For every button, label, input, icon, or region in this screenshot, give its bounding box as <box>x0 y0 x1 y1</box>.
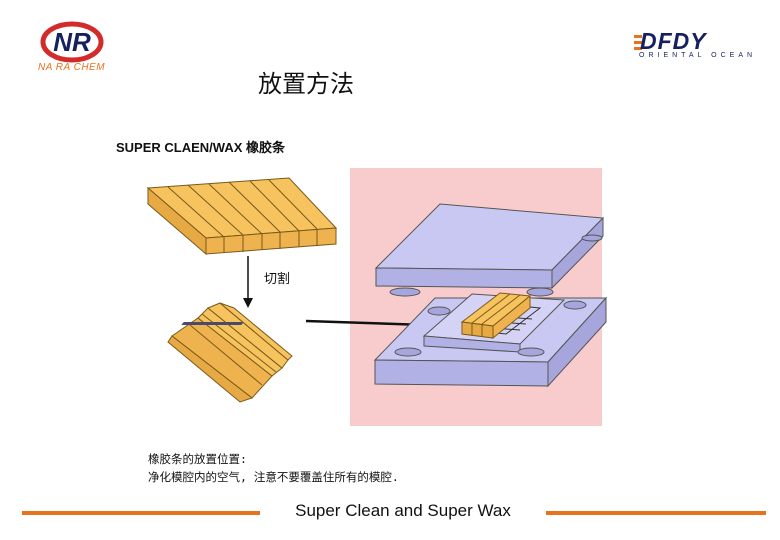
speed-lines-icon <box>634 35 642 50</box>
instructions: 橡胶条的放置位置: 净化模腔内的空气, 注意不要覆盖住所有的模腔. <box>148 450 399 486</box>
cut-label: 切割 <box>264 272 291 287</box>
lower-mold-base <box>181 293 608 388</box>
nr-logo-icon: NR <box>40 21 104 63</box>
cut-arrow <box>243 256 253 308</box>
footer-divider-left <box>22 511 260 515</box>
brand-tagline: ORIENTAL OCEAN <box>639 52 757 59</box>
placed-rubber-strip <box>460 292 532 340</box>
brand-name: DFDY <box>640 28 707 54</box>
naracheam-logo: NR NA RA CHEM <box>38 20 108 78</box>
dfdy-logo: DFDY ORIENTAL OCEAN <box>634 28 752 68</box>
footer-title: Super Clean and Super Wax <box>295 501 511 520</box>
logo-caption: NA RA CHEM <box>38 62 106 73</box>
instruction-line-2: 净化模腔内的空气, 注意不要覆盖住所有的模腔. <box>148 470 399 484</box>
cut-rubber-strips <box>167 302 293 403</box>
logo-mark: NR <box>53 27 91 57</box>
upper-mold-plate <box>374 203 605 297</box>
rubber-strip-block <box>146 177 338 256</box>
page-title: 放置方法 <box>258 70 354 98</box>
instruction-line-1: 橡胶条的放置位置: <box>148 452 247 466</box>
footer-divider-right <box>546 511 766 515</box>
section-label: SUPER CLAEN/WAX 橡胶条 <box>116 140 286 155</box>
